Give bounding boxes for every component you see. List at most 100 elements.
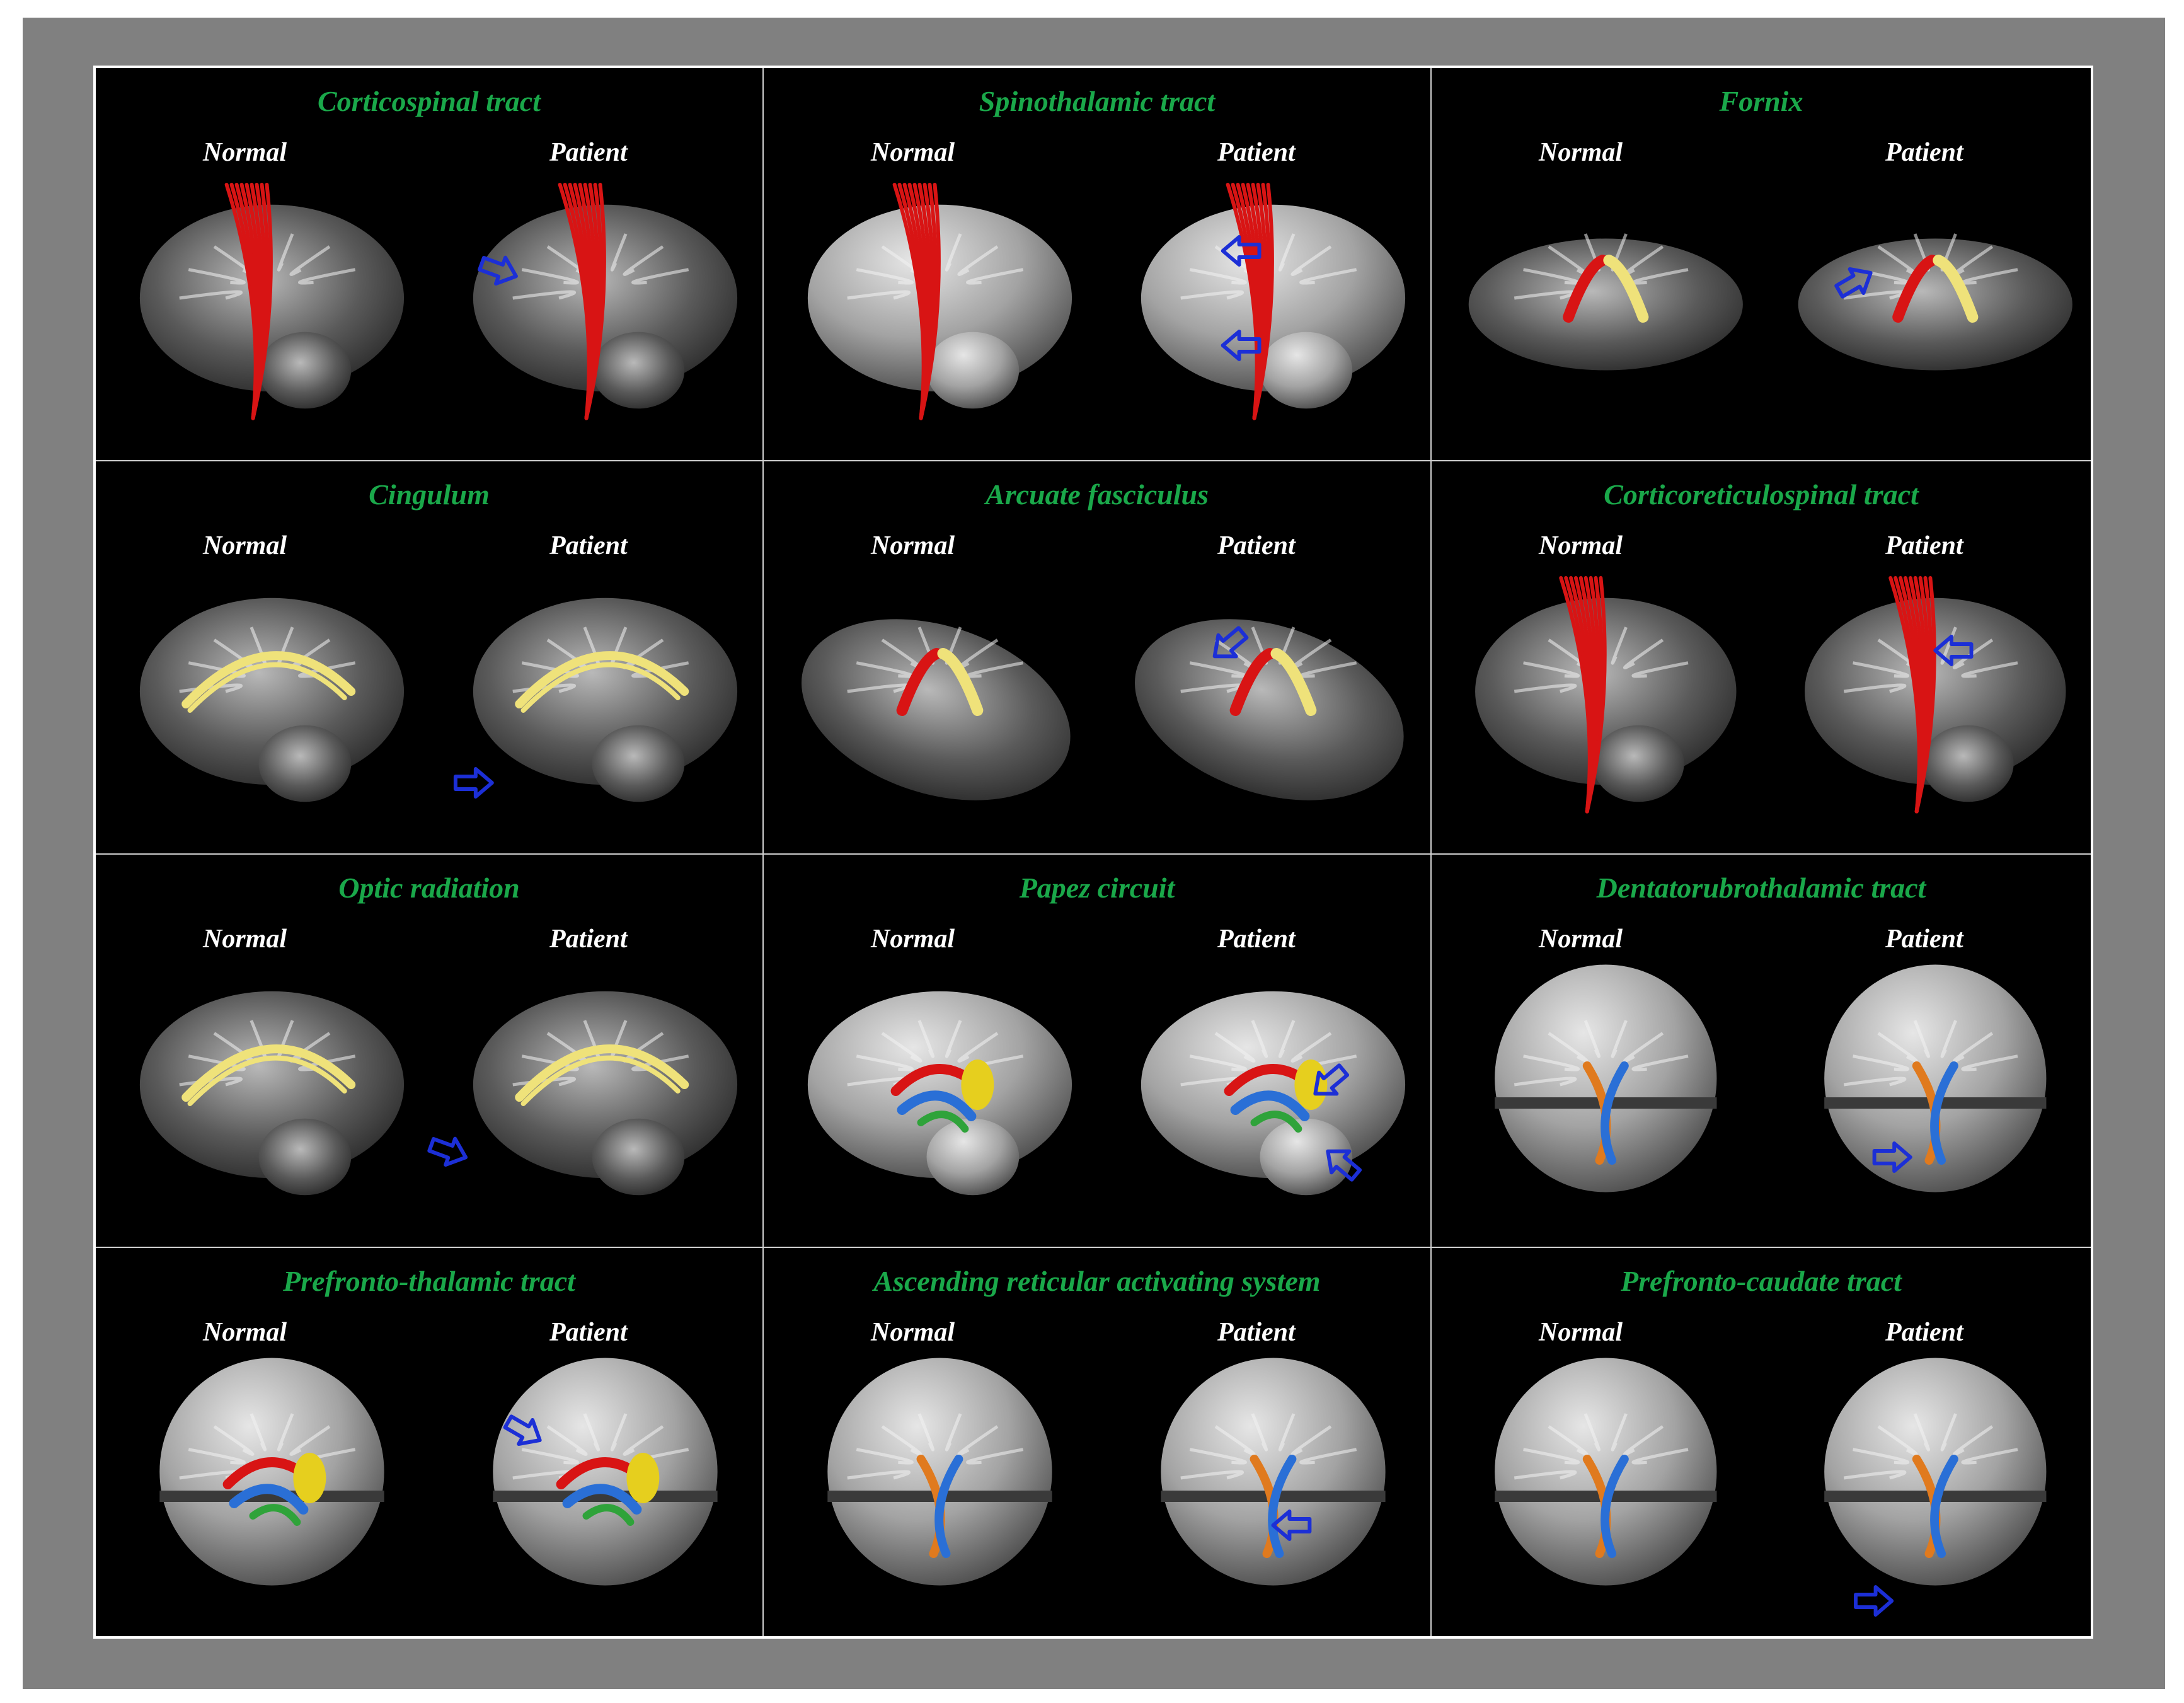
panel-images: [807, 183, 1406, 420]
patient-brain-image: [473, 597, 738, 802]
panel-title: Dentatorubrothalamic tract: [1596, 872, 1926, 904]
panel-images: [139, 991, 738, 1196]
normal-brain-image: [802, 619, 1071, 800]
panel-images: [1495, 1358, 2047, 1617]
normal-brain-image: [1468, 233, 1743, 371]
patient-tract: [556, 1453, 660, 1526]
panel-images: [1495, 964, 2047, 1192]
patient-label: Patient: [549, 531, 628, 560]
panel-title: Papez circuit: [1019, 872, 1175, 904]
patient-brain-image: [473, 204, 738, 409]
panel-title: Optic radiation: [338, 872, 520, 904]
normal-tract: [896, 648, 984, 716]
panel-title: Spinothalamic tract: [979, 85, 1216, 117]
panel-images: [802, 619, 1404, 800]
panel-images: [139, 597, 738, 802]
patient-tract: [1250, 1455, 1297, 1558]
normal-label: Normal: [203, 531, 287, 560]
panel-title: Prefronto-thalamic tract: [283, 1265, 575, 1297]
normal-brain-image: [807, 991, 1072, 1196]
panel-title: Cingulum: [369, 478, 490, 511]
normal-tract: [916, 1455, 963, 1558]
normal-label: Normal: [1539, 1318, 1623, 1347]
patient-brain-image: [1798, 233, 2072, 371]
lesion-arrow-icon: [1313, 1063, 1350, 1096]
patient-tract: [558, 183, 606, 420]
normal-brain-image: [139, 204, 405, 409]
patient-label: Patient: [1217, 531, 1296, 560]
panel-title: Ascending reticular activating system: [873, 1265, 1321, 1297]
normal-label: Normal: [871, 138, 955, 167]
lesion-arrow-icon: [1834, 267, 1873, 299]
panel-images: [159, 1358, 718, 1586]
normal-tract: [181, 651, 356, 713]
normal-label: Normal: [871, 925, 955, 954]
lesion-arrow-icon: [1212, 626, 1249, 659]
patient-label: Patient: [1885, 925, 1963, 954]
panel-images: [807, 991, 1406, 1196]
lesion-arrow-icon: [427, 1136, 468, 1167]
patient-brain-image: [1141, 991, 1406, 1196]
normal-label: Normal: [203, 925, 287, 954]
panel-title: Corticospinal tract: [318, 85, 541, 117]
normal-brain-image: [1475, 597, 1737, 802]
normal-label: Normal: [871, 1318, 955, 1347]
lesion-arrow-icon: [453, 767, 494, 799]
patient-tract: [1229, 648, 1317, 716]
panel-title: Fornix: [1719, 85, 1803, 117]
normal-tract: [1582, 1061, 1629, 1165]
patient-tract: [1888, 576, 1936, 814]
normal-tract: [1582, 1455, 1629, 1558]
patient-label: Patient: [549, 1318, 628, 1347]
normal-brain-image: [1495, 1358, 1717, 1586]
lesion-arrow-icon: [1933, 635, 1974, 666]
panel-images: [139, 183, 738, 420]
patient-tract: [1912, 1061, 1958, 1165]
patient-label: Patient: [549, 138, 628, 167]
patient-tract: [1912, 1455, 1958, 1558]
patient-tract: [515, 1044, 689, 1106]
normal-tract: [1563, 255, 1649, 323]
normal-label: Normal: [871, 531, 955, 560]
patient-brain-image: [473, 991, 738, 1196]
patient-label: Patient: [549, 925, 628, 954]
lesion-arrow-icon: [1872, 1141, 1912, 1173]
panel-images: [1468, 233, 2072, 371]
patient-brain-image: [493, 1358, 718, 1586]
normal-brain-image: [1495, 964, 1717, 1192]
normal-tract: [224, 183, 273, 420]
normal-label: Normal: [1539, 925, 1623, 954]
patient-tract: [515, 651, 689, 713]
panel-images: [827, 1358, 1386, 1586]
normal-brain-image: [159, 1358, 384, 1586]
panel-images: [1475, 576, 2066, 814]
patient-brain-image: [1824, 1358, 2047, 1586]
patient-label: Patient: [1217, 138, 1296, 167]
normal-tract: [892, 183, 941, 420]
normal-tract: [1559, 576, 1607, 814]
normal-tract: [890, 1059, 994, 1133]
lesion-arrow-icon: [1221, 330, 1262, 361]
normal-tract: [181, 1044, 356, 1106]
normal-label: Normal: [203, 138, 287, 167]
patient-tract: [1892, 255, 1979, 323]
normal-brain-image: [139, 597, 405, 802]
patient-label: Patient: [1217, 925, 1296, 954]
patient-brain-image: [1805, 597, 2066, 802]
lesion-arrow-icon: [478, 255, 518, 286]
patient-label: Patient: [1885, 138, 1963, 167]
patient-tract: [1226, 183, 1274, 420]
normal-brain-image: [139, 991, 405, 1196]
panel-title: Corticoreticulospinal tract: [1604, 478, 1919, 511]
lesion-arrow-icon: [1271, 1510, 1312, 1541]
